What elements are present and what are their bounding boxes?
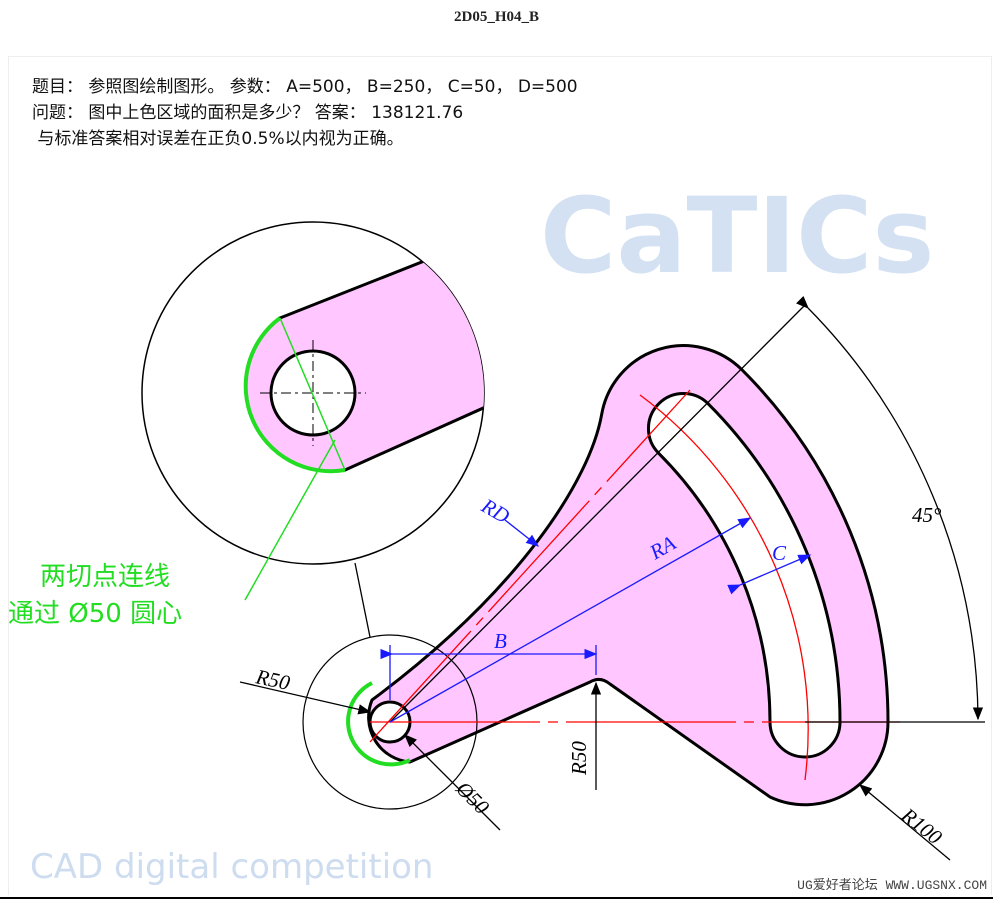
page-title: 2D05_H04_B bbox=[453, 9, 539, 25]
label-c: C bbox=[772, 541, 787, 565]
watermark-subtitle: CAD digital competition bbox=[30, 847, 433, 887]
bottom-border bbox=[0, 897, 993, 899]
note-line-2: 通过 Ø50 圆心 bbox=[8, 599, 182, 629]
content-panel bbox=[8, 56, 992, 895]
tangent-arc bbox=[346, 681, 411, 767]
footer-credit: UG爱好者论坛 WWW.UGSNX.COM bbox=[797, 878, 987, 893]
magnified-region bbox=[243, 232, 484, 474]
label-r50-fillet: R50 bbox=[567, 741, 591, 776]
watermark-logo: CaTICs bbox=[540, 175, 934, 297]
label-r100: R100 bbox=[896, 802, 947, 849]
dimensions-blue bbox=[380, 517, 812, 723]
note-line-1: 两切点连线 bbox=[40, 562, 170, 592]
question-line-2: 问题： 图中上色区域的面积是多少？ 答案： 138121.76 bbox=[32, 103, 464, 123]
colored-region bbox=[367, 344, 890, 807]
label-angle: 45° bbox=[912, 503, 942, 527]
note-leader bbox=[244, 439, 336, 601]
question-line-3: 与标准答案相对误差在正负0.5%以内视为正确。 bbox=[32, 129, 404, 149]
label-dia50: Ø50 bbox=[451, 776, 495, 820]
label-b: B bbox=[494, 629, 507, 653]
question-line-1: 题目： 参照图绘制图形。 参数： A=500， B=250， C=50， D=5… bbox=[32, 77, 578, 97]
label-r50-left: R50 bbox=[253, 664, 293, 695]
